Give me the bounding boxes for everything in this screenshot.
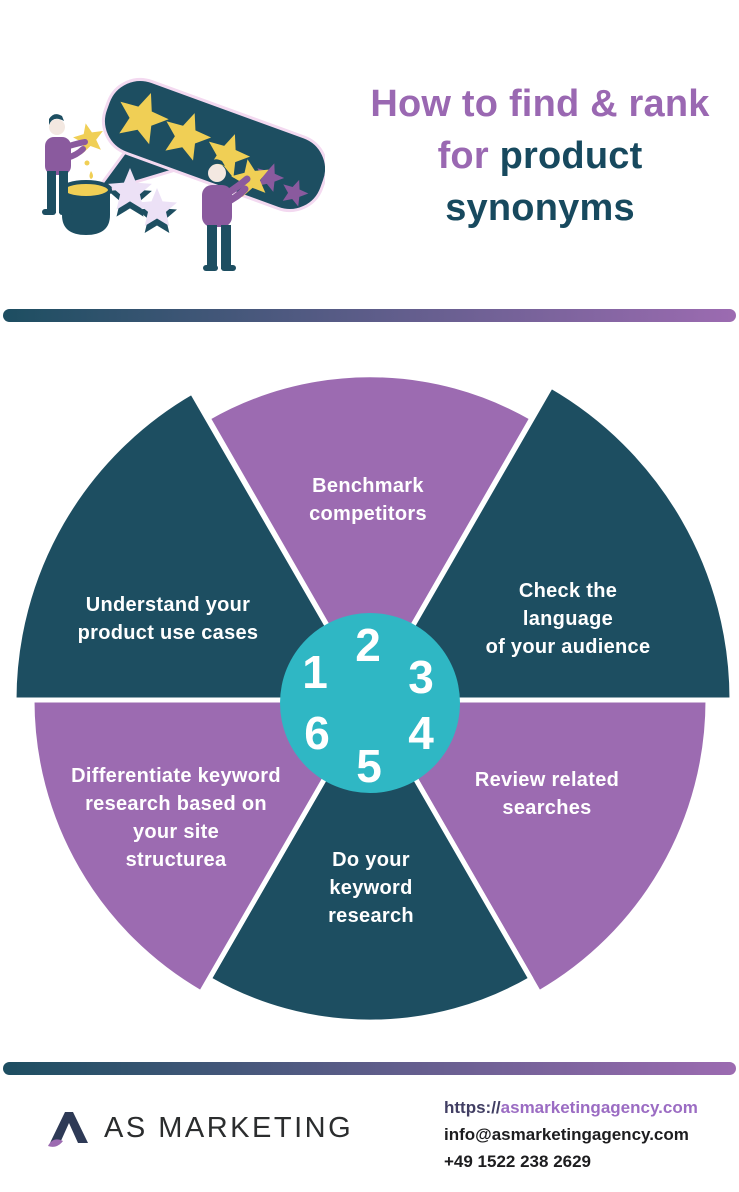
wheel-segment-1-understand [11,389,373,703]
segment-label-research: Do your keyword research [328,849,414,927]
center-number-2: 2 [355,619,381,671]
person-left [42,114,112,235]
center-number-3: 3 [408,651,434,703]
website-url[interactable]: asmarketingagency.com [500,1098,698,1117]
page-title: How to find & rank for product synonyms [358,78,722,234]
wheel-segment-2-benchmark [205,372,535,703]
segment-label-understand: Understand your product use cases [77,594,259,644]
title-part-dark: product synonyms [445,135,643,229]
speech-bubble [92,78,325,212]
wheel-segment-6-differentiate [29,697,373,996]
person-right [202,156,273,271]
divider-bar-top [3,309,736,322]
star-icon [70,120,107,155]
segment-label-differentiate: Differentiate keyword research based on … [71,765,281,871]
logo-text: AS MARKETING [104,1111,354,1144]
segment-label-benchmark: Benchmark competitors [309,475,427,525]
segment-label-related: Review related searches [474,769,620,819]
email-link[interactable]: info@asmarketingagency.com [444,1125,689,1144]
center-number-1: 1 [302,646,328,698]
rating-illustration [42,78,325,271]
wheel-segment-4-related [367,697,711,996]
center-number-5: 5 [356,740,382,792]
divider-bar-bottom [3,1062,736,1075]
website-scheme: https:// [444,1098,501,1117]
center-number-4: 4 [408,707,434,759]
wheel-segment-5-research [206,697,534,1025]
phone-number[interactable]: +49 1522 238 2629 [444,1152,592,1171]
logo-mark-icon [48,1112,88,1147]
wheel-graphic [11,372,735,1025]
center-number-6: 6 [304,707,330,759]
segment-label-language: Check the language of your audience [485,580,651,658]
title-part-purple: How to find & rank for [370,83,710,177]
wheel-center [280,613,460,793]
synonym-wheel: Understand your product use cases Benchm… [0,360,739,1040]
wheel-segment-3-language [367,383,735,703]
as-marketing-logo: AS MARKETING [46,1106,353,1150]
website-link[interactable]: https://asmarketingagency.com [444,1094,698,1121]
contact-block: https://asmarketingagency.com info@asmar… [444,1094,698,1175]
